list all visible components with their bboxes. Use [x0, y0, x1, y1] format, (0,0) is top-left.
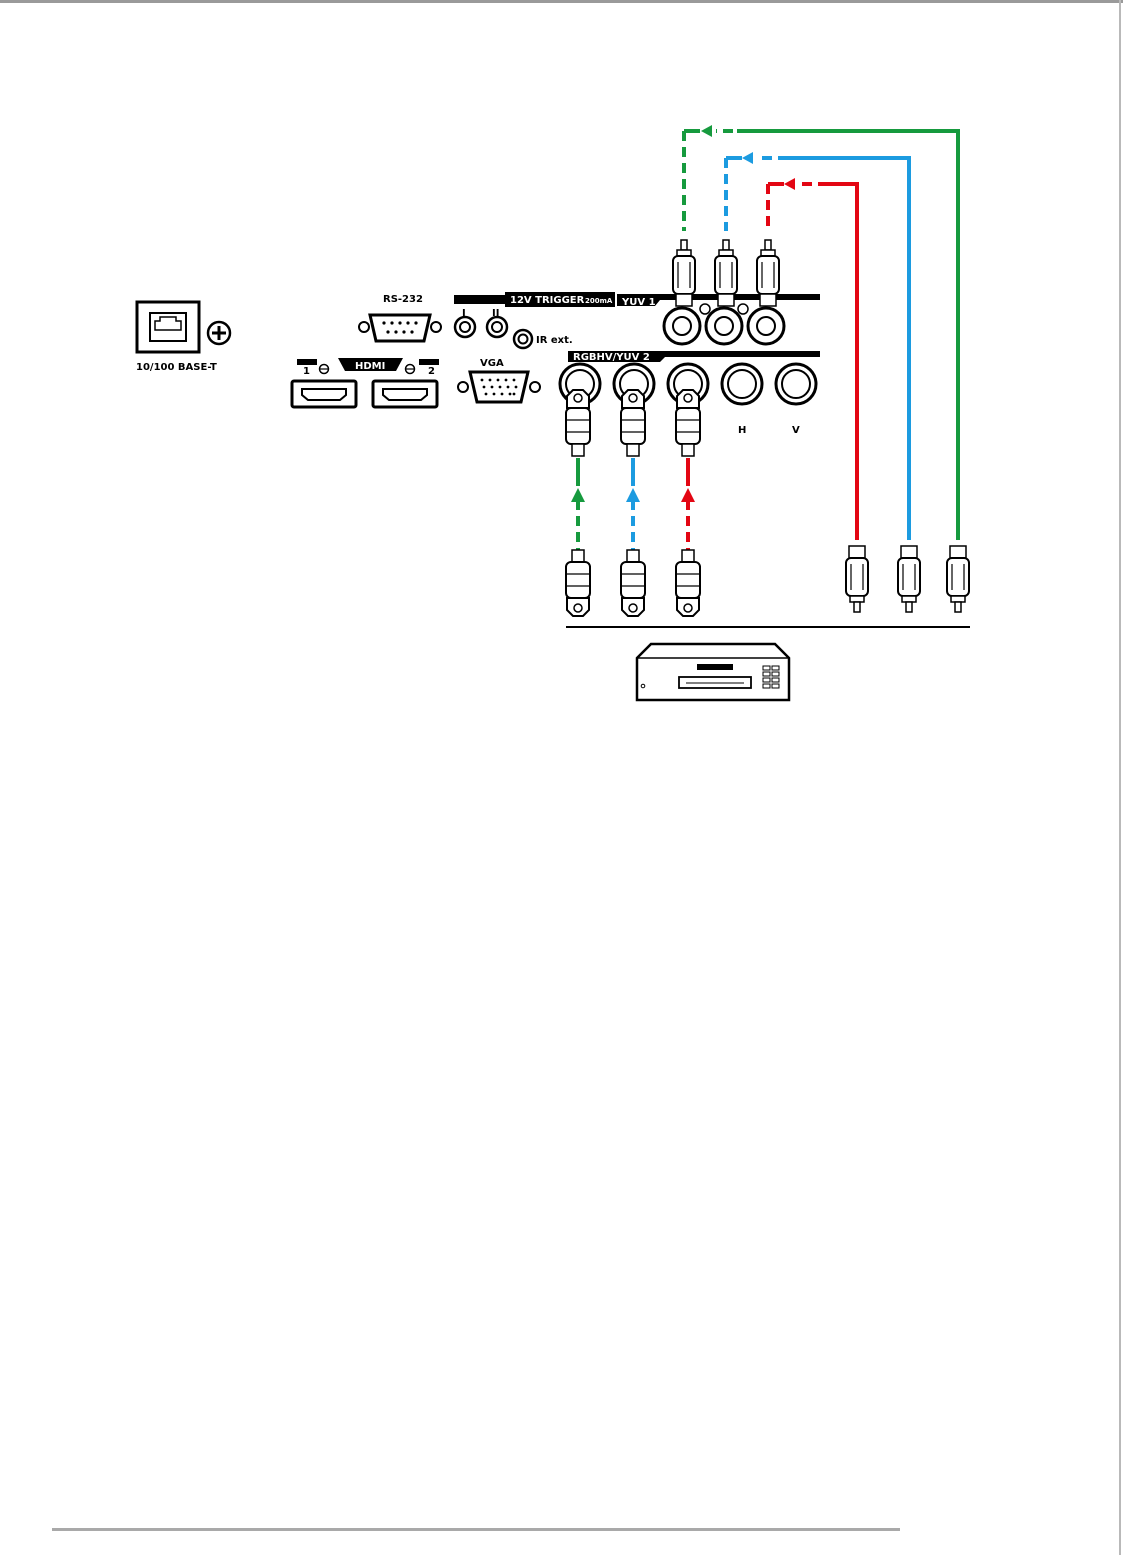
rca-plug-red-top: [756, 239, 780, 307]
hdmi-2-label: 2: [428, 366, 435, 377]
trigger-label: 12V TRIGGER: [510, 295, 585, 306]
cable-blue-yuv: [724, 152, 911, 540]
bnc-plug-green-bottom: [565, 549, 591, 617]
rs232-port: RS-232: [358, 294, 442, 343]
bottom-rule: [52, 1528, 900, 1531]
bnc-plug-red-bottom: [675, 549, 701, 617]
rs232-label: RS-232: [383, 294, 423, 305]
bnc-plug-blue-bottom: [620, 549, 646, 617]
rca-plug-red-bottom: [845, 545, 869, 613]
yuv1-label: YUV 1: [621, 297, 656, 308]
rca-plug-blue-top: [714, 239, 738, 307]
cable-green-yuv: [682, 125, 960, 540]
bnc-jack-h: [720, 362, 764, 406]
yuv1-jack-green: [662, 306, 702, 346]
trigger-ports: 12V TRIGGER 200mA I II IR ext.: [453, 292, 615, 350]
cable-green-bnc: [571, 458, 585, 560]
hdmi-1-label: 1: [303, 366, 310, 377]
yuv1-jack-red: [746, 306, 786, 346]
rca-plug-green-bottom: [946, 545, 970, 613]
rca-plug-blue-bottom: [897, 545, 921, 613]
source-device-icon: [635, 642, 791, 702]
vga-port: VGA: [457, 358, 541, 404]
top-rule: [0, 0, 1123, 3]
rca-plug-green-top: [672, 239, 696, 307]
cable-red-bnc: [681, 458, 695, 560]
yuv1-jack-blue: [704, 306, 744, 346]
vga-label: VGA: [480, 358, 504, 369]
ir-ext-label: IR ext.: [536, 335, 573, 346]
cable-blue-bnc: [626, 458, 640, 560]
bnc-plug-green-top: [565, 389, 591, 457]
network-port: 10/100 BASE-T: [135, 300, 232, 373]
trigger-rating-label: 200mA: [585, 297, 613, 305]
hdmi-label: HDMI: [355, 361, 385, 372]
network-label: 10/100 BASE-T: [136, 362, 217, 373]
rgbhv-label: RGBHV/YUV 2: [573, 352, 650, 363]
right-rule: [1119, 0, 1121, 1555]
h-label: H: [738, 425, 746, 436]
trigger-1-label: I: [462, 308, 466, 319]
bnc-plug-blue-top: [620, 389, 646, 457]
hdmi-ports: HDMI 1 2: [290, 358, 439, 409]
bnc-plug-red-top: [675, 389, 701, 457]
cable-red-yuv: [766, 178, 859, 540]
trigger-2-label: II: [492, 308, 499, 319]
v-label: V: [792, 425, 800, 436]
bnc-jack-v: [774, 362, 818, 406]
